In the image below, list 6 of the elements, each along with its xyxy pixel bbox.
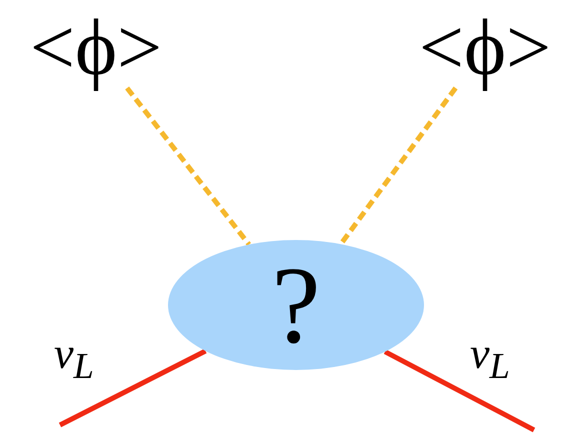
line [58, 348, 207, 428]
question-mark: ? [272, 250, 320, 360]
line [384, 349, 536, 432]
vertex-ellipse [168, 240, 424, 370]
dashed-line [125, 86, 251, 246]
dashed-line [338, 86, 458, 246]
